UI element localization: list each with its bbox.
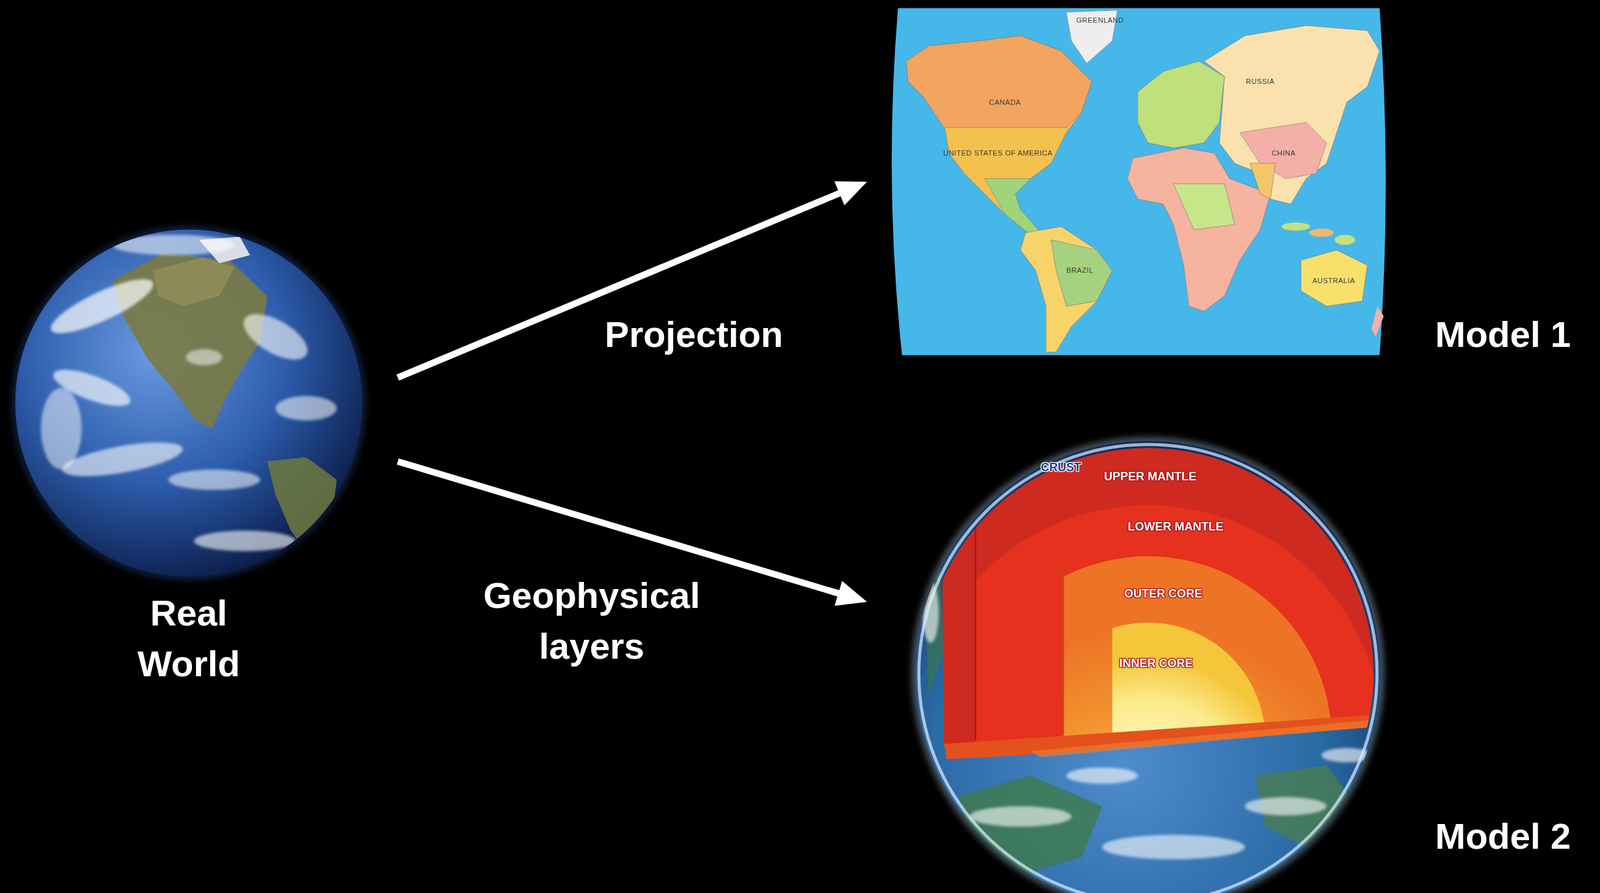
earth-cutaway-part-part-part <box>969 806 1072 827</box>
real-world-node: Real World <box>15 229 398 577</box>
world-map-part <box>984 178 1041 237</box>
earth-globe-part-part-part <box>236 304 315 369</box>
layer-label: OUTER CORE <box>1124 587 1203 601</box>
earth-cutaway-part-part-part <box>975 505 1383 756</box>
world-map-part <box>1137 61 1225 148</box>
earth-globe-part <box>11 225 367 582</box>
earth-globe-part-part-part <box>185 348 222 366</box>
world-map-part <box>1173 183 1235 230</box>
earth-globe-part-part <box>41 234 338 552</box>
earth-cutaway <box>911 428 1399 893</box>
country-label: GREENLAND <box>1076 16 1125 25</box>
edge-label: Geophysical layers <box>468 570 716 672</box>
country-label: RUSSIA <box>1245 77 1275 86</box>
layer-label: CRUST <box>1040 460 1082 475</box>
earth-cutaway-part-part-part <box>1062 563 1064 735</box>
world-map-part <box>906 35 1092 237</box>
earth-cutaway-part <box>919 444 1378 893</box>
layer-label: INNER CORE <box>1118 656 1193 671</box>
world-map-part <box>1281 222 1311 232</box>
earth-cutaway-part-part-part-part <box>975 505 1383 756</box>
earth-globe-part-part <box>152 257 235 306</box>
earth-globe-part-part-part <box>111 234 235 256</box>
edge-label: Projection <box>563 309 825 360</box>
node-caption: Model 2 <box>1405 811 1600 862</box>
earth-cutaway-part-part <box>943 714 1380 760</box>
world-map-part <box>1309 228 1334 237</box>
layer-label: UPPER MANTLE <box>1103 469 1197 484</box>
earth-globe <box>11 225 367 582</box>
arrow-head <box>834 180 868 206</box>
earth-globe-part-part-part <box>41 387 83 470</box>
earth-globe-part-part-part <box>168 469 261 490</box>
world-map-part <box>1301 249 1368 306</box>
earth-cutaway-part-part <box>1030 719 1378 758</box>
country-label: BRAZIL <box>1066 266 1094 275</box>
country-label: AUSTRALIA <box>1312 276 1356 285</box>
earth-cutaway-part-part-part <box>1066 767 1138 784</box>
earth-globe-part-part-part <box>193 530 297 551</box>
node-caption: Real World <box>110 587 267 690</box>
arrow-line <box>397 461 843 595</box>
world-map-part <box>1249 163 1276 200</box>
earth-globe-part <box>41 234 338 552</box>
earth-cutaway-part-part-part <box>1102 835 1245 860</box>
earth-cutaway-part <box>913 428 1399 893</box>
earth-cutaway-part-part-part <box>922 581 939 644</box>
earth-cutaway-part-part-part <box>1244 797 1326 816</box>
arrow-line <box>397 192 843 378</box>
world-map-part <box>1051 239 1113 306</box>
map-model-node: Model 1 <box>867 0 1390 361</box>
world-map-part <box>1371 305 1384 337</box>
node-caption: Model 1 <box>1405 309 1600 360</box>
country-label: CANADA <box>989 98 1022 107</box>
world-map-part <box>906 35 1092 128</box>
earth-cutaway-part-part <box>913 428 1399 893</box>
arrow-head <box>834 580 868 606</box>
world-map-part <box>1204 25 1380 204</box>
earth-globe-part-part-part <box>275 395 337 421</box>
earth-globe-part-part-part <box>44 269 159 344</box>
world-map-part <box>1334 234 1355 246</box>
country-label: CHINA <box>1271 149 1297 157</box>
world-map-part <box>1127 147 1270 312</box>
layer-label: LOWER MANTLE <box>1128 520 1224 534</box>
country-label: UNITED STATES OF AMERICA <box>943 149 1053 157</box>
earth-globe-part-part <box>111 253 267 429</box>
world-map <box>891 8 1386 356</box>
world-map-part <box>1020 226 1113 353</box>
earth-globe-part <box>15 229 363 577</box>
world-map-part <box>891 8 1386 356</box>
earth-cutaway-part-part-part <box>974 507 976 741</box>
earth-cutaway-part-part <box>959 775 1103 879</box>
arrow-connector <box>397 180 868 378</box>
